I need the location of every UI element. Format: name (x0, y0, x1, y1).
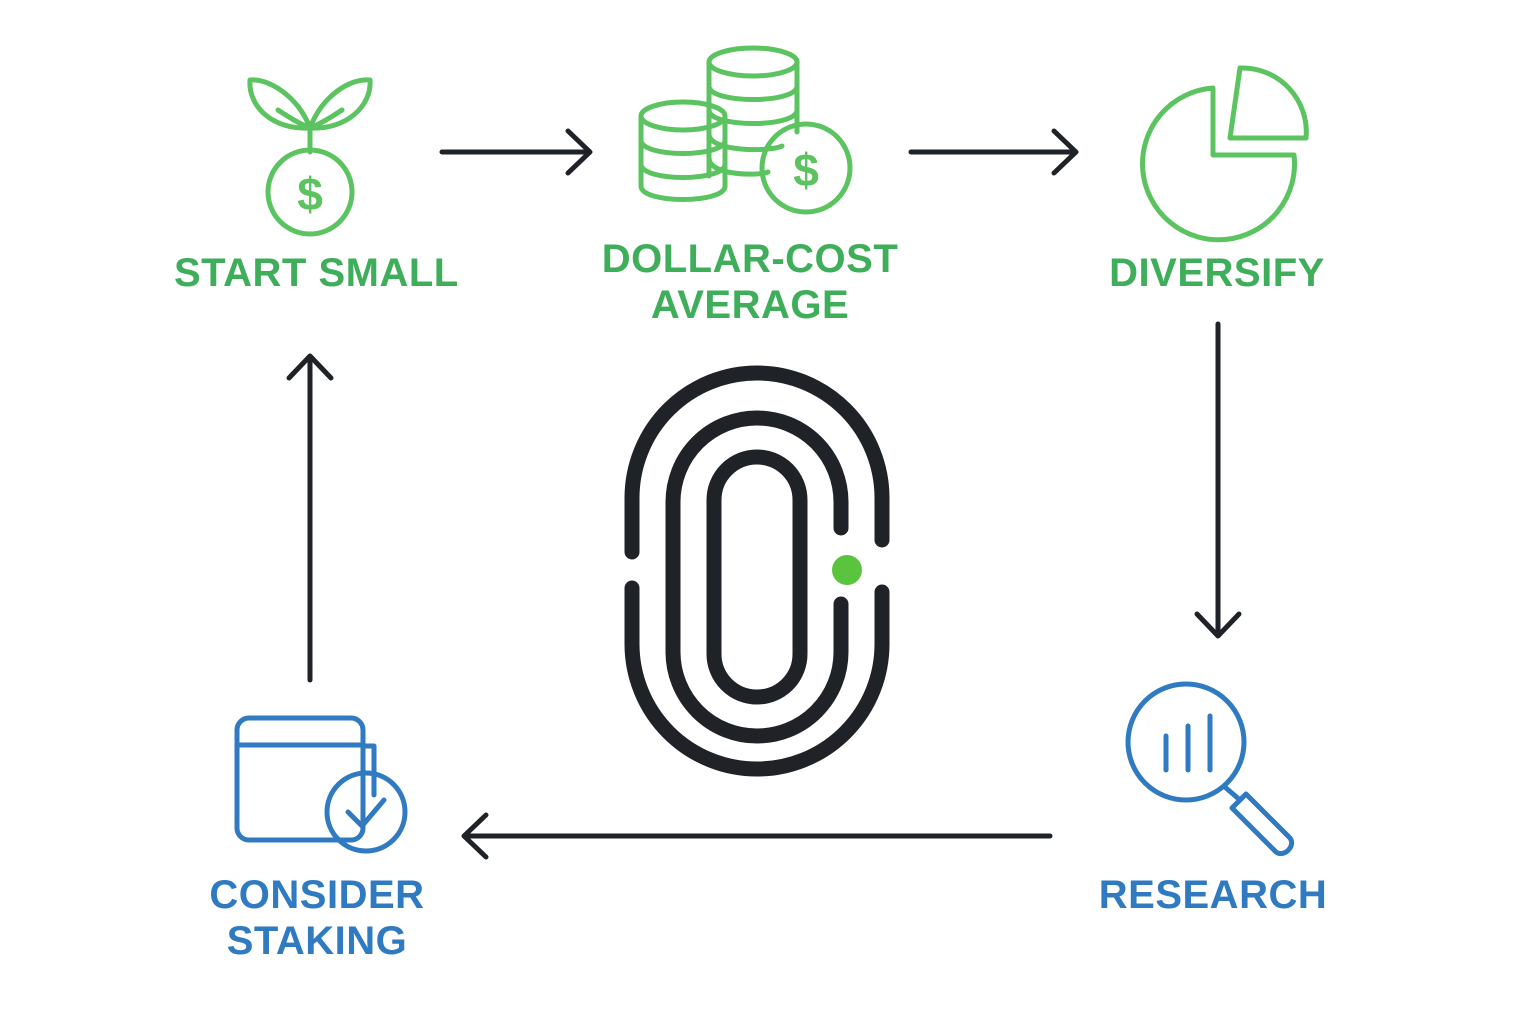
accent-dot (832, 555, 862, 585)
arrow-dca-to-diversify (908, 128, 1079, 176)
arrow-start-to-dca (439, 128, 593, 176)
label-consider-staking: CONSIDER STAKING (200, 872, 434, 964)
label-diversify: DIVERSIFY (1100, 250, 1334, 296)
label-research: RESEARCH (1098, 872, 1328, 918)
step-label-line2: STAKING (226, 919, 408, 963)
step-label-line1: DOLLAR-COST (601, 237, 899, 281)
arrow-staking-to-start (286, 353, 334, 683)
seedling-coin-icon: $ (247, 77, 373, 237)
svg-text:$: $ (793, 144, 819, 196)
arrow-diversify-to-research (1194, 321, 1242, 639)
magnifier-chart-icon (1125, 681, 1294, 856)
label-start-small: START SMALL (174, 250, 459, 296)
step-label: DIVERSIFY (1109, 251, 1325, 295)
label-dollar-cost-average: DOLLAR-COST AVERAGE (598, 236, 902, 328)
step-label: START SMALL (174, 251, 459, 295)
pie-chart-icon (1140, 65, 1309, 243)
coin-stacks-icon: $ (638, 45, 853, 215)
arrow-research-to-staking (461, 812, 1053, 860)
fingerprint-logo-icon (624, 365, 890, 777)
step-label-line1: CONSIDER (209, 873, 425, 917)
step-label: RESEARCH (1098, 873, 1328, 917)
svg-text:$: $ (297, 168, 323, 220)
step-label-line2: AVERAGE (650, 283, 850, 327)
wallet-check-icon (234, 715, 408, 854)
